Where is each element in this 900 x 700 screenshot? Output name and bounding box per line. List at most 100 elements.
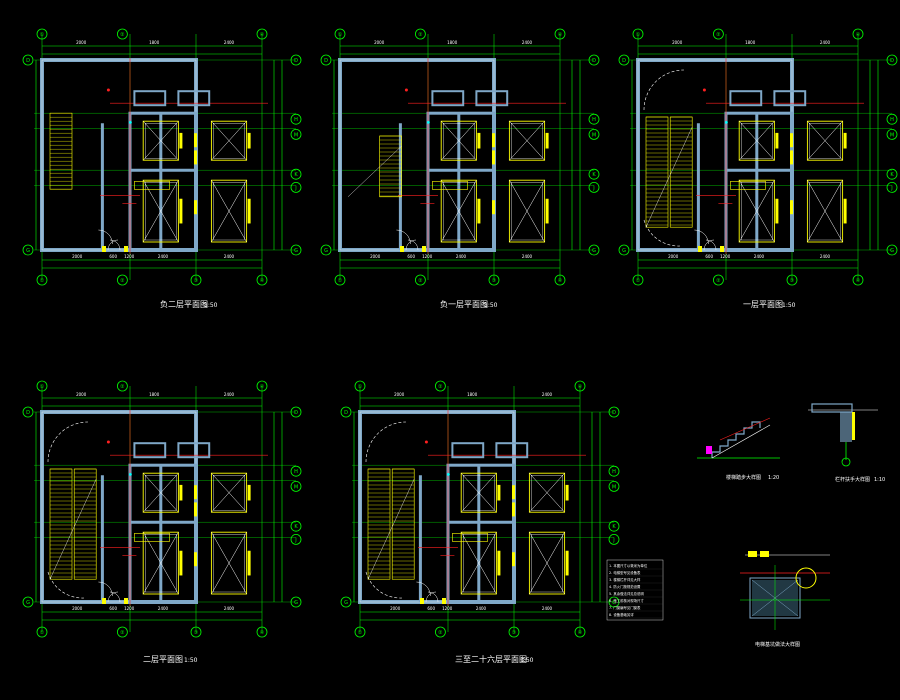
window-mark (194, 502, 197, 517)
axis-right-bubble (608, 520, 620, 532)
axis-right-label: J (592, 185, 594, 191)
door-jamb (420, 598, 424, 604)
stair-arrow (49, 478, 97, 580)
axis-bottom-label: ① (338, 278, 343, 284)
dim-text-top: 2400 (820, 40, 831, 45)
elevator-shaft (440, 179, 477, 243)
axis-right-bubble (290, 596, 302, 608)
axis-top-bubble (334, 28, 346, 40)
axis-top-label: ② (438, 384, 443, 390)
elevator-car (144, 181, 177, 241)
dim-text-bottom: 600 (109, 254, 117, 259)
elevator-car (144, 534, 177, 593)
elevator-door (477, 132, 481, 149)
window-mark (492, 200, 495, 215)
elevator-door (247, 484, 251, 501)
axis-top-bubble (36, 28, 48, 40)
door-swing (427, 591, 439, 603)
plan-title-basement-1: 负一层平面图 (440, 299, 488, 309)
axis-right-label: M (612, 484, 616, 490)
elevator-shaft (440, 120, 477, 161)
axis-bottom-label: ① (40, 278, 45, 284)
cyan-dot (427, 121, 430, 124)
axis-top-bubble (117, 28, 128, 40)
axis-top-bubble (632, 28, 644, 40)
axis-right-label: H (592, 117, 596, 123)
stair-arrow (645, 126, 693, 228)
notes-line: 6. 施工前核对现场尺寸 (609, 598, 644, 603)
stair-curve-top (643, 69, 685, 111)
axis-bottom-bubble (190, 274, 202, 286)
dim-text-bottom: 2400 (522, 254, 533, 259)
axis-left-label: D (26, 58, 30, 64)
axis-right-label: D (890, 58, 894, 64)
axis-bottom-label: ④ (856, 278, 861, 284)
dim-text-top: 1800 (467, 392, 478, 397)
window-mark (790, 200, 793, 215)
elevator-door (565, 550, 569, 576)
axis-bottom-label: ③ (790, 278, 794, 284)
axis-bottom-label: ② (438, 630, 443, 636)
dim-text-bottom: 600 (109, 606, 117, 611)
axis-right-label: K (592, 172, 596, 178)
elevator-cross (142, 180, 179, 243)
small-room (495, 442, 529, 459)
axis-top-label: ① (636, 32, 641, 38)
axis-right-label: D (612, 410, 616, 416)
axis-top-bubble (414, 28, 426, 40)
red-dot (106, 88, 110, 92)
elevator-car (443, 122, 475, 159)
dim-text-bottom: 600 (705, 254, 713, 259)
axis-right-label: H (612, 469, 616, 475)
axis-left-label: D (344, 410, 348, 416)
small-room (177, 442, 211, 459)
axis-top-bubble (256, 380, 268, 392)
elevator-door (775, 198, 779, 224)
dim-text-bottom: 2400 (820, 254, 831, 259)
axis-left-label: G (26, 248, 30, 254)
axis-bottom-bubble (554, 274, 566, 286)
window-mark (194, 485, 197, 500)
elevator-door (247, 198, 251, 224)
dim-text-bottom: 2400 (476, 606, 487, 611)
elevator-shaft (528, 531, 566, 595)
elevator-door (179, 198, 183, 224)
door-swing (405, 239, 417, 251)
axis-right-label: M (294, 132, 298, 138)
axis-bottom-label: ④ (260, 278, 265, 284)
axis-bottom-label: ② (120, 630, 125, 636)
axis-right-label: J (612, 537, 614, 543)
axis-right-label: H (890, 117, 894, 123)
axis-top-label: ① (40, 32, 45, 38)
elevator-car (809, 181, 841, 241)
cyan-dot (725, 121, 728, 124)
axis-right-bubble (588, 128, 600, 140)
axis-top-label: ② (418, 32, 423, 38)
door-jamb (102, 246, 106, 252)
axis-bottom-bubble (786, 274, 798, 286)
axis-right-bubble (588, 113, 600, 125)
elevator-car (144, 475, 177, 511)
elevator-shaft (528, 472, 566, 513)
small-room (431, 90, 465, 107)
elevator-door (497, 550, 501, 576)
elevator-cross (440, 180, 477, 243)
axis-top-bubble (36, 380, 48, 392)
red-dot (702, 88, 706, 92)
elevator-car (213, 475, 245, 511)
axis-right-label: J (294, 537, 296, 543)
elevator-shaft (142, 120, 179, 161)
notes-line: 1. 本图尺寸以毫米为单位 (609, 563, 648, 568)
stair-detail-title: 楼梯踏步大样图 (726, 474, 761, 481)
dim-text-top: 2400 (224, 40, 235, 45)
axis-left-bubble (340, 406, 352, 418)
dim-text-top: 1800 (745, 40, 756, 45)
dim-text-bottom: 2400 (158, 606, 169, 611)
window-mark (194, 150, 197, 165)
dim-text-bottom: 2000 (72, 254, 83, 259)
elevator-cross (143, 121, 179, 161)
